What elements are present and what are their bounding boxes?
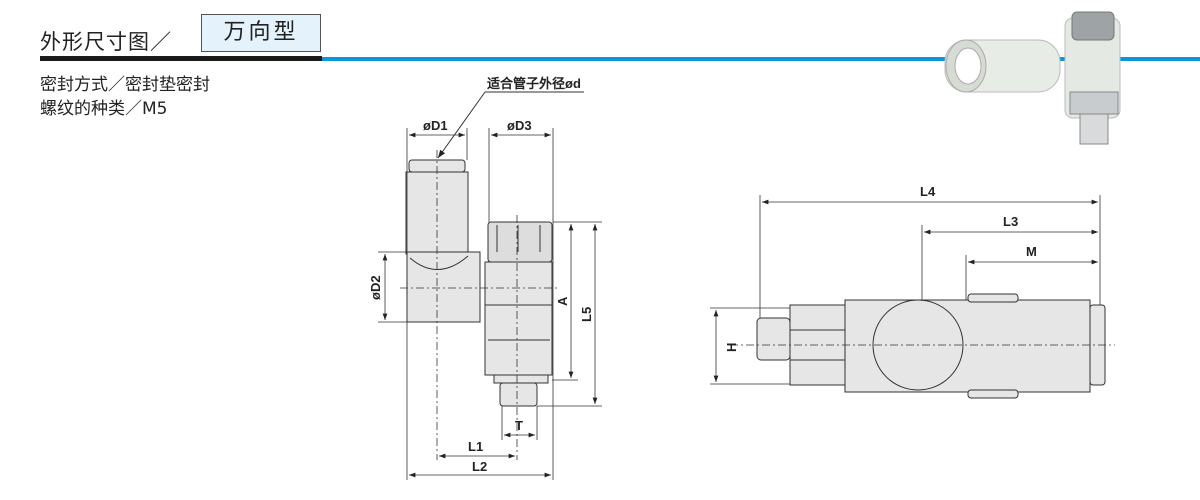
seal-method-text: 密封方式／密封垫密封 — [40, 75, 210, 95]
side-view-drawing — [710, 195, 1115, 399]
dim-l2: L2 — [472, 459, 487, 474]
title-underline-black — [40, 56, 322, 61]
tube-od-callout: 适合管子外径ød — [487, 76, 581, 91]
dim-a: A — [555, 296, 570, 306]
dim-l4: L4 — [920, 184, 936, 199]
page-title: 外形尺寸图／ — [40, 30, 172, 54]
thread-type-text: 螺纹的种类／M5 — [40, 99, 168, 119]
type-label-box: 万向型 — [201, 14, 321, 52]
dim-t: T — [515, 418, 523, 433]
dim-h: H — [724, 343, 739, 352]
title-underline-blue — [322, 57, 1200, 61]
dim-d1: øD1 — [423, 118, 448, 133]
dim-m: M — [1026, 244, 1037, 259]
product-photo — [944, 11, 1121, 145]
dim-d3: øD3 — [507, 118, 532, 133]
dim-l1: L1 — [468, 439, 483, 454]
dim-d2: øD2 — [368, 275, 383, 300]
front-view-drawing — [378, 91, 602, 480]
dim-l3: L3 — [1003, 214, 1018, 229]
dim-l5: L5 — [579, 307, 594, 322]
